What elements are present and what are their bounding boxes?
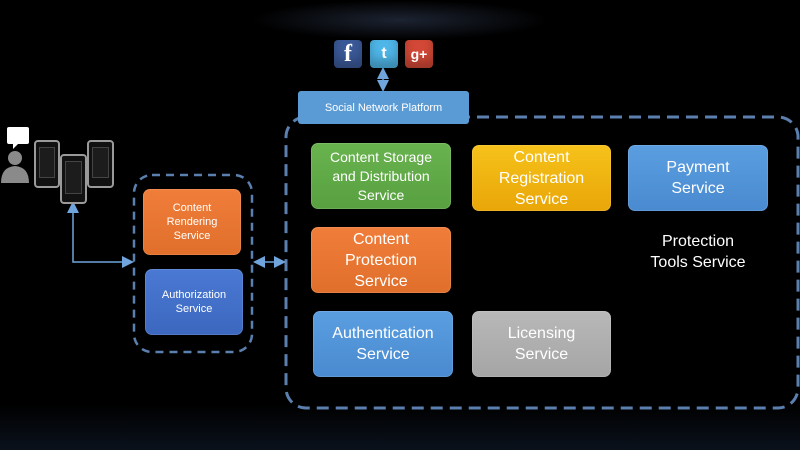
payment-label: Payment Service [666, 159, 730, 197]
twitter-icon[interactable]: t [370, 40, 398, 68]
authorization-label: Authorization Service [161, 289, 227, 315]
content-storage-service: Content Storage and Distribution Service [311, 143, 451, 209]
phone-icon [60, 154, 87, 204]
bottom-glow [0, 405, 800, 450]
user-icon [1, 127, 29, 183]
content-protection-label: Content Protection Service [344, 230, 418, 290]
tablet-icon [87, 140, 114, 188]
top-glow [250, 0, 550, 40]
device-to-client-arrow [67, 201, 134, 268]
protection-tools-service: Protection Tools Service [650, 233, 746, 271]
content-protection-service: Content Protection Service [311, 227, 451, 293]
facebook-icon[interactable]: f [334, 40, 362, 68]
content-storage-label: Content Storage and Distribution Service [330, 148, 432, 203]
authentication-service: Authentication Service [313, 311, 453, 377]
google-plus-icon[interactable]: g+ [405, 40, 433, 68]
licensing-label: Licensing Service [507, 325, 576, 363]
phone-icon [34, 140, 60, 188]
authentication-label: Authentication Service [332, 325, 434, 363]
content-rendering-service: Content Rendering Service [143, 189, 241, 255]
server-services-group [284, 115, 800, 410]
content-registration-service: Content Registration Service [472, 145, 611, 211]
licensing-service: Licensing Service [472, 311, 611, 377]
content-rendering-label: Content Rendering Service [166, 202, 218, 242]
content-registration-label: Content Registration Service [498, 148, 585, 208]
authorization-service: Authorization Service [145, 269, 243, 335]
social-network-platform: Social Network Platform [298, 91, 469, 124]
payment-service: Payment Service [628, 145, 768, 211]
